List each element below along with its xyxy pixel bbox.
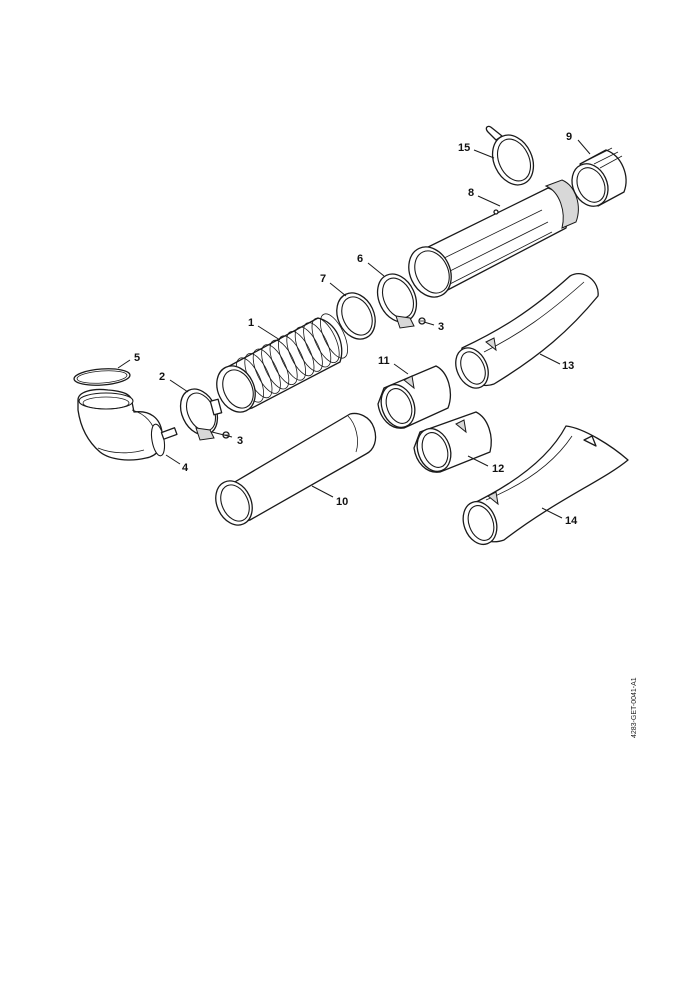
part-5-o-ring bbox=[73, 368, 131, 386]
callout-2: 2 bbox=[159, 371, 165, 383]
callout-8: 8 bbox=[468, 187, 474, 199]
hose-corrugation bbox=[252, 348, 281, 394]
part-14-flat-nozzle bbox=[462, 425, 629, 546]
hose-corrugation bbox=[311, 317, 340, 363]
part-8-blower-tube bbox=[408, 179, 579, 298]
part-7-ring bbox=[336, 292, 376, 340]
hose-corrugation bbox=[319, 313, 349, 359]
part-10-straight-tube bbox=[215, 412, 377, 526]
hose-corrugation bbox=[294, 326, 323, 372]
part-2-hose-clamp bbox=[179, 388, 223, 441]
document-reference: 4283-GET-0041-A1 bbox=[631, 677, 638, 738]
part-4-elbow bbox=[77, 388, 178, 461]
callout-13: 13 bbox=[562, 360, 574, 372]
callout-7: 7 bbox=[320, 273, 326, 285]
part-11-short-nozzle bbox=[377, 365, 451, 429]
hose-corrugation bbox=[277, 335, 307, 381]
callout-1: 1 bbox=[248, 317, 254, 329]
callout-15: 15 bbox=[458, 142, 470, 154]
callout-6: 6 bbox=[357, 253, 363, 265]
part-15-strap-ring bbox=[485, 125, 535, 186]
callout-10: 10 bbox=[336, 496, 348, 508]
callout-9: 9 bbox=[566, 131, 572, 143]
part-9-end-cap bbox=[571, 147, 627, 207]
part-1-corrugated-hose bbox=[216, 313, 349, 413]
callout-14: 14 bbox=[565, 515, 578, 527]
part-12-short-nozzle bbox=[413, 411, 492, 473]
callout-3-upper: 3 bbox=[438, 321, 444, 333]
callout-4: 4 bbox=[182, 462, 189, 474]
hose-corrugation bbox=[261, 344, 290, 390]
hose-corrugation bbox=[269, 339, 298, 385]
hose-corrugation bbox=[303, 322, 332, 368]
callout-3-lower: 3 bbox=[237, 435, 243, 447]
callout-labels: 1 2 3 3 4 5 6 7 8 9 10 11 12 13 14 15 bbox=[134, 131, 578, 527]
leader-lines bbox=[117, 139, 591, 519]
callout-5: 5 bbox=[134, 352, 140, 364]
hose-corrugation bbox=[286, 331, 315, 377]
callout-11: 11 bbox=[378, 355, 390, 367]
part-13-curved-nozzle bbox=[455, 273, 599, 389]
callout-12: 12 bbox=[492, 463, 504, 475]
part-3-screw-upper bbox=[418, 317, 426, 325]
part-6-clamp bbox=[376, 273, 418, 329]
